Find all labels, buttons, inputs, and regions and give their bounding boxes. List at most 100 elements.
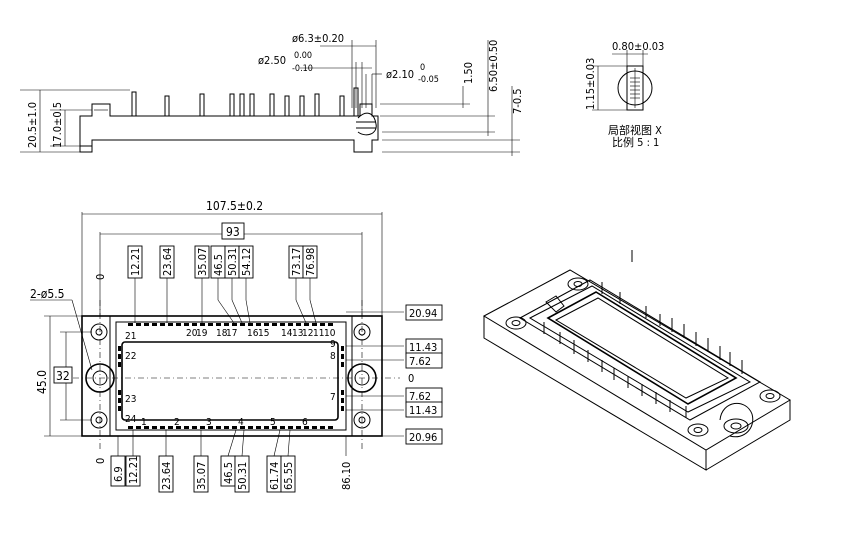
pin-label-4: 4: [238, 417, 244, 428]
bottom-dim-7: 61.74: [268, 462, 281, 490]
bottom-dim-3: 23.64: [160, 462, 173, 490]
pin-label-17: 17: [226, 328, 237, 339]
top-dim-6: 54.12: [240, 248, 253, 276]
iso-screw-well: [719, 403, 754, 438]
right-dim-4: 7.62: [409, 390, 431, 403]
right-dim-3: 7.62: [409, 355, 431, 368]
top-dim-8: 76.98: [304, 248, 317, 276]
dim-pin-dia-tol-dn: -0.05: [418, 75, 439, 85]
right-dim-box-5: [405, 401, 443, 418]
pin-label-21: 21: [125, 331, 136, 342]
bottom-dim-box-6: [234, 455, 250, 493]
zero-ref-top: 0: [94, 274, 107, 280]
dim-overall-height: 45.0: [35, 370, 49, 394]
dim-hole-pitch: 93: [226, 225, 240, 239]
right-dim-6: 20.96: [409, 431, 437, 444]
pin-label-24: 24: [125, 414, 137, 425]
pin-label-7: 7: [330, 392, 336, 403]
bottom-dim-5: 46.5: [222, 462, 235, 484]
dim-150: 1.50: [462, 62, 475, 84]
top-view: 20 19 18 17 16 15 14 13 12 11 10 21 22 2…: [30, 199, 443, 493]
top-dim-box-6: [238, 245, 254, 279]
detail-view: 0.80±0.03 1.15±0.03 局部视图 X 比例 5 : 1: [584, 40, 664, 149]
pin-label-3: 3: [206, 417, 212, 428]
screw-post-bl: [90, 411, 108, 429]
pin-column-left: [118, 346, 121, 411]
isometric-view: [482, 250, 791, 471]
pin-label-19: 19: [196, 328, 208, 339]
top-dim-4: 46.5: [212, 254, 225, 276]
pin-label-15: 15: [258, 328, 269, 339]
pin-label-14: 14: [281, 328, 293, 339]
pin-label-2: 2: [174, 417, 180, 428]
pin-label-23: 23: [125, 394, 136, 405]
zero-ref-bottom: 0: [94, 458, 107, 464]
right-dim-5: 11.43: [409, 404, 437, 417]
dim-pin-dia-tol-up: 0: [420, 63, 425, 73]
bottom-dim-4: 35.07: [195, 462, 208, 490]
dim-overall-width: 107.5±0.2: [206, 199, 263, 213]
pin-label-6: 6: [302, 417, 308, 428]
right-dim-2: 11.43: [409, 341, 437, 354]
mount-hole-left: [85, 363, 115, 393]
pin-label-9: 9: [330, 339, 336, 350]
screw-post-tl: [90, 323, 108, 341]
dim-7: 7-0.5: [511, 88, 524, 114]
iso-ear-bottom: [687, 423, 709, 437]
iso-ear-top: [567, 277, 589, 291]
iso-screw-well-left: [545, 295, 565, 313]
bottom-dim-1: 6.9: [112, 466, 125, 482]
pin-label-5: 5: [270, 417, 276, 428]
bottom-dim-6: 50.31: [236, 462, 249, 490]
detail-caption-line1: 局部视图 X: [608, 123, 662, 137]
screw-post-br: [353, 411, 371, 429]
bottom-dim-box-1: [110, 455, 126, 487]
pin-label-11: 11: [313, 328, 324, 339]
dim-pin-dia-base: ø2.10: [386, 68, 414, 81]
dim-body-height: 17.0±0.5: [51, 102, 64, 148]
pin-label-10: 10: [324, 328, 336, 339]
pin-label-13: 13: [292, 328, 303, 339]
dim-inner-height-box: [53, 366, 73, 384]
pin-label-16: 16: [247, 328, 259, 339]
top-dim-3: 35.07: [196, 248, 209, 276]
top-dim-box-3: [194, 245, 210, 279]
top-dim-box-8: [302, 245, 318, 279]
bottom-dim-2: 12.21: [127, 456, 140, 484]
iso-pins-front: [543, 322, 687, 418]
dim-hole-dia2-base: ø2.50: [258, 54, 286, 67]
iso-ear-right: [759, 389, 781, 403]
detail-width: 0.80±0.03: [612, 40, 664, 53]
pin-row-top: [128, 323, 333, 326]
dim-650: 6.50±0.50: [487, 40, 500, 92]
pin-column-right: [341, 346, 344, 411]
detail-height: 1.15±0.03: [584, 58, 597, 110]
bottom-dim-box-3: [158, 455, 174, 493]
dim-hole-dia: ø6.3±0.20: [292, 32, 344, 45]
pin-label-12: 12: [302, 328, 313, 339]
top-dim-2: 23.64: [161, 248, 174, 276]
side-view: ø6.3±0.20 ø2.50 0.00 -0.10 ø2.10 0 -0.05…: [20, 32, 524, 156]
dim-total-height: 20.5±1.0: [26, 102, 39, 148]
dim-hole-dia2-tol-up: 0.00: [294, 51, 312, 61]
dim-hole-dia2-tol-dn: -0.10: [292, 64, 313, 74]
top-dim-1: 12.21: [129, 248, 142, 276]
pin-label-1: 1: [141, 417, 147, 428]
pin-row-bottom: [128, 426, 333, 429]
pin-label-22: 22: [125, 351, 136, 362]
pin-label-8: 8: [330, 351, 336, 362]
iso-pins-back: [601, 250, 743, 374]
right-dim-box-6: [405, 428, 443, 445]
bottom-dim-box-2: [125, 455, 141, 487]
zero-ref-right: 0: [408, 372, 414, 385]
dim-mount-holes: 2-ø5.5: [30, 287, 65, 301]
right-dim-1: 20.94: [409, 307, 437, 320]
top-dim-5: 50.31: [226, 248, 239, 276]
top-dim-box-2: [159, 245, 175, 279]
top-dim-box-1: [127, 245, 143, 279]
dim-inner-height: 32: [56, 369, 70, 383]
bottom-dim-box-4: [193, 455, 209, 493]
mount-hole-right: [347, 363, 377, 393]
detail-caption-line2: 比例 5 : 1: [612, 135, 659, 149]
